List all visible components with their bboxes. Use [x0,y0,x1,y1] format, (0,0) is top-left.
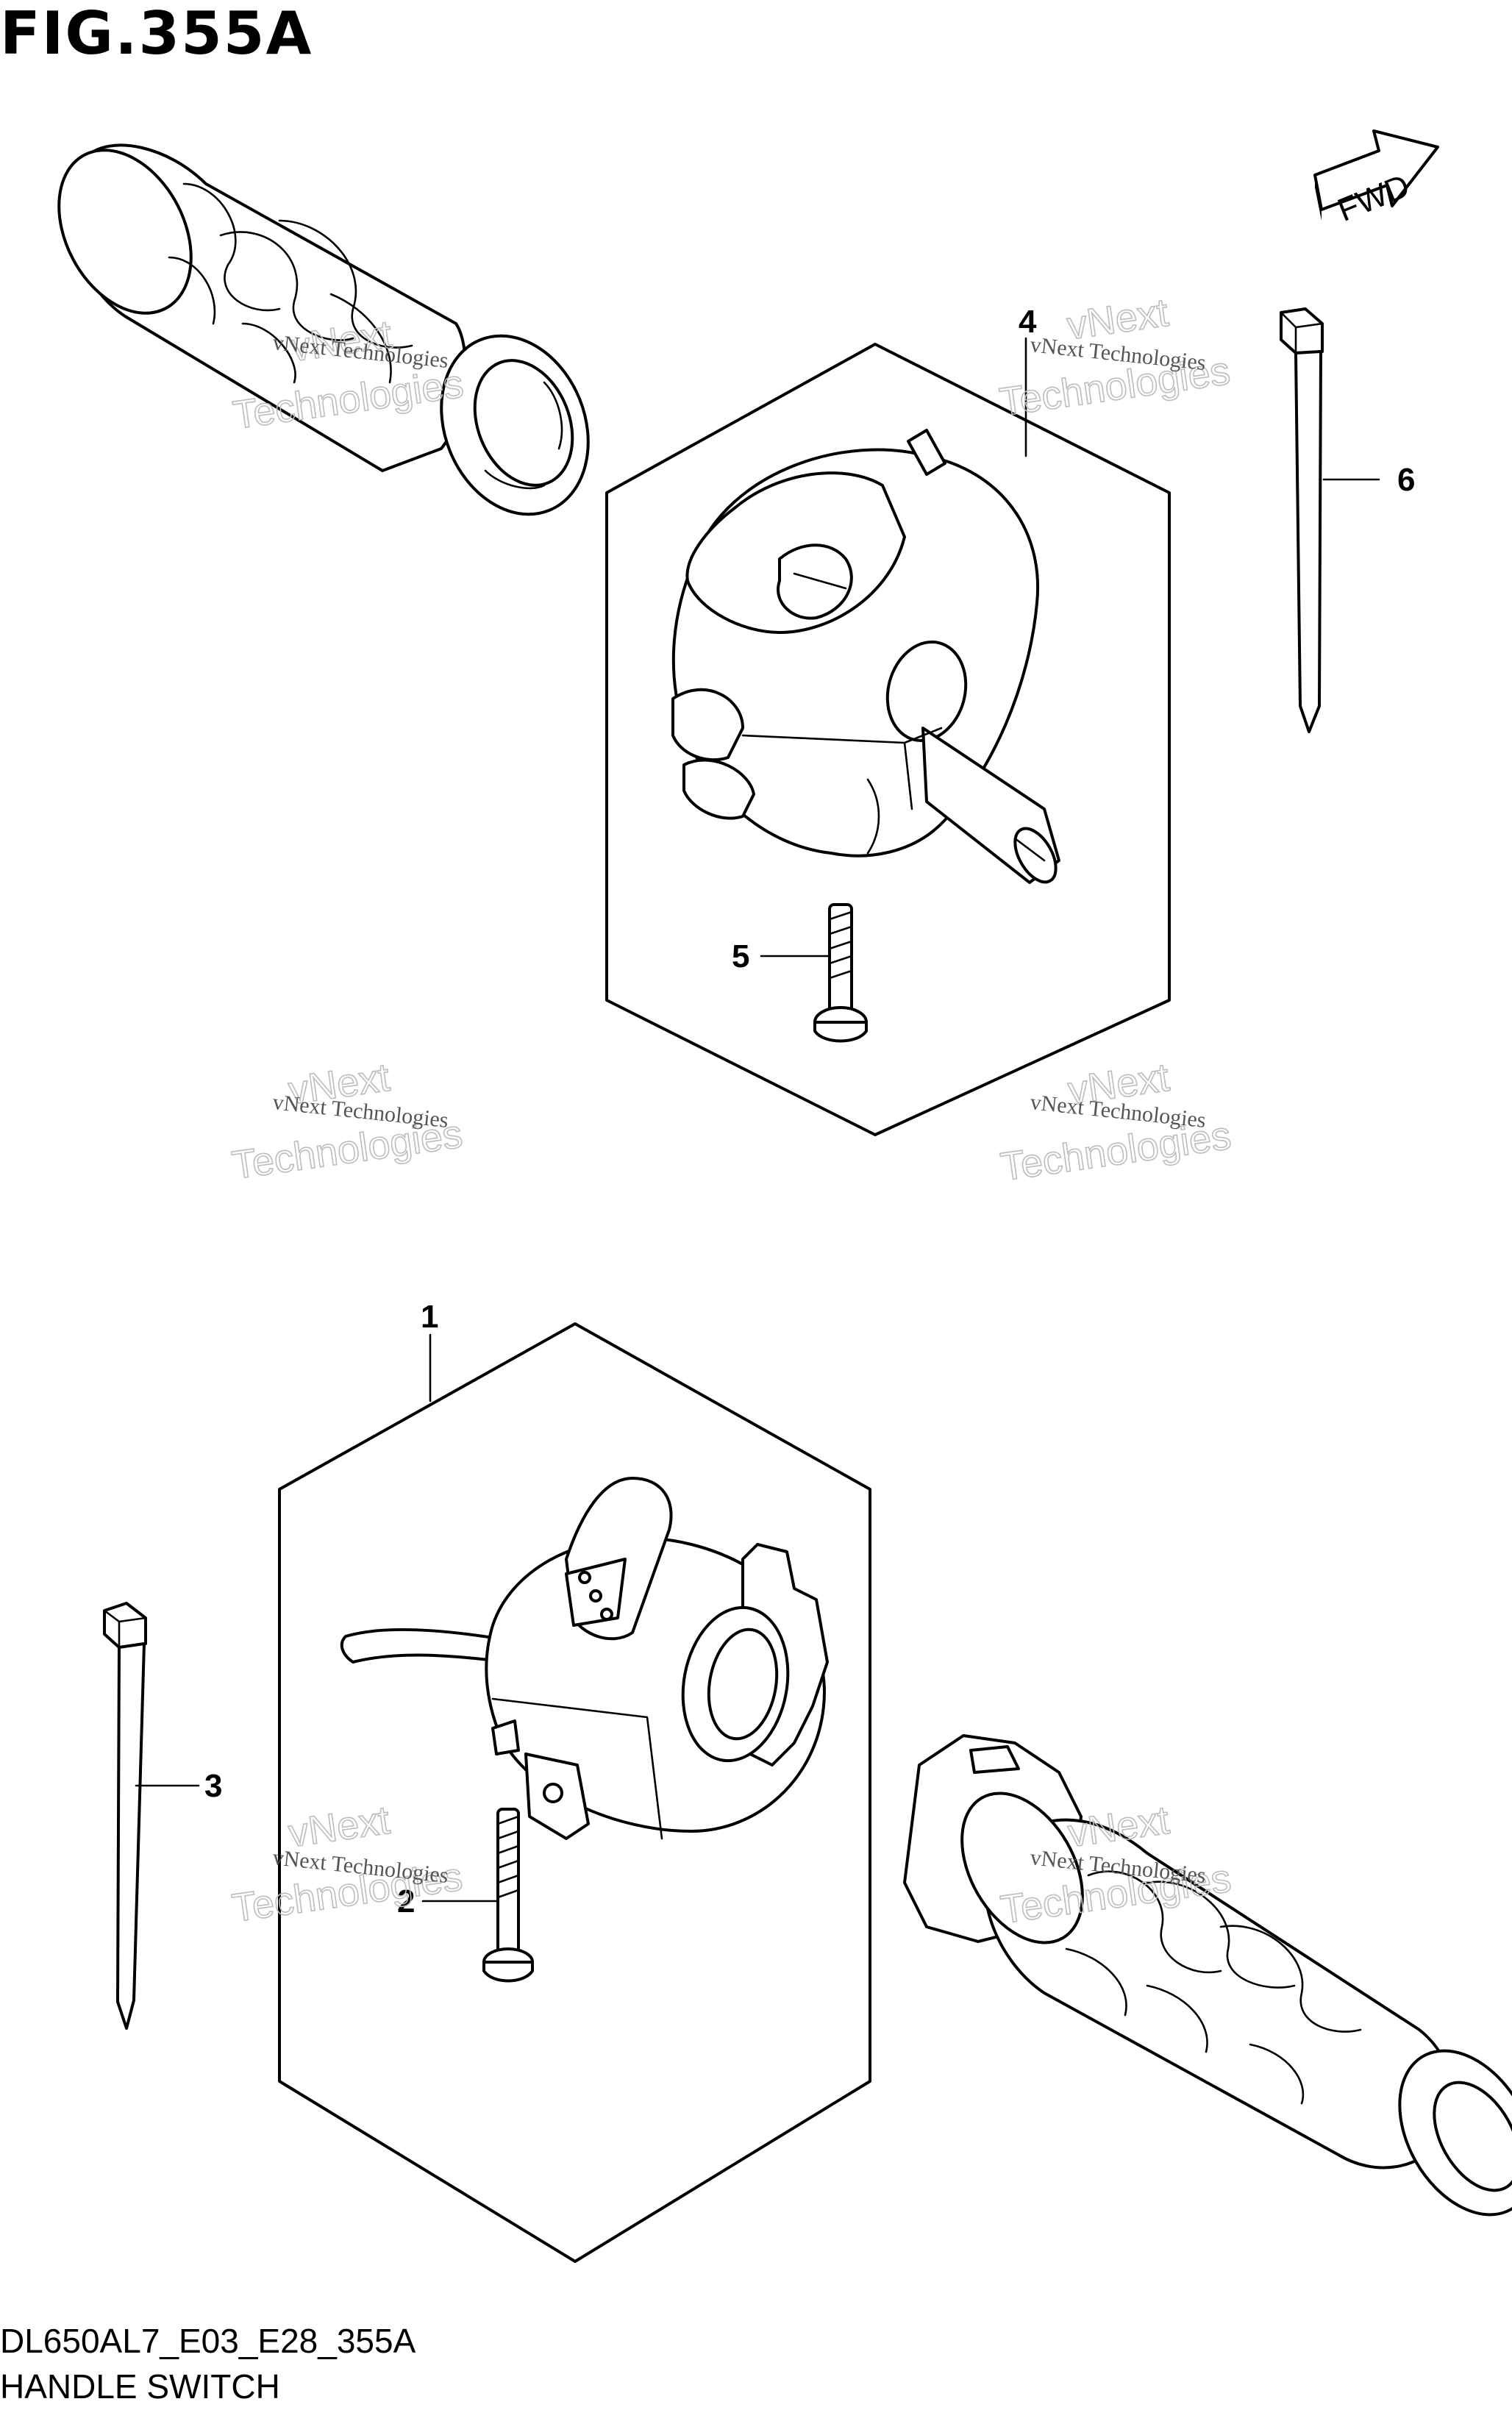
drawing-code: DL650AL7_E03_E28_355A [0,2322,416,2360]
callout-5: 5 [732,938,749,974]
section-name: HANDLE SWITCH [0,2367,280,2406]
screw-2-drawing [482,1808,534,1983]
assembly-4-outline [605,343,1171,1136]
callout-6: 6 [1397,462,1415,498]
callout-1: 1 [421,1299,438,1335]
left-switch-housing-drawing [340,1477,829,1840]
callout-2: 2 [397,1883,415,1919]
left-grip-drawing [57,143,590,516]
svg-text:vNext: vNext [1066,1798,1172,1856]
fwd-arrow-icon: FWD [1313,129,1439,229]
figure-title: FIG.355A [0,0,313,68]
svg-text:vNext: vNext [286,1798,393,1856]
cable-tie-3-drawing [103,1602,147,2030]
assembly-1-outline [278,1322,871,2263]
right-switch-housing-drawing [671,429,1060,884]
screw-5-drawing [813,903,868,1043]
cable-tie-6-drawing [1280,307,1324,733]
right-grip-drawing [903,1734,1512,2217]
callout-4: 4 [1019,304,1037,340]
callout-3: 3 [204,1768,222,1804]
leader-lines [135,337,1380,1903]
